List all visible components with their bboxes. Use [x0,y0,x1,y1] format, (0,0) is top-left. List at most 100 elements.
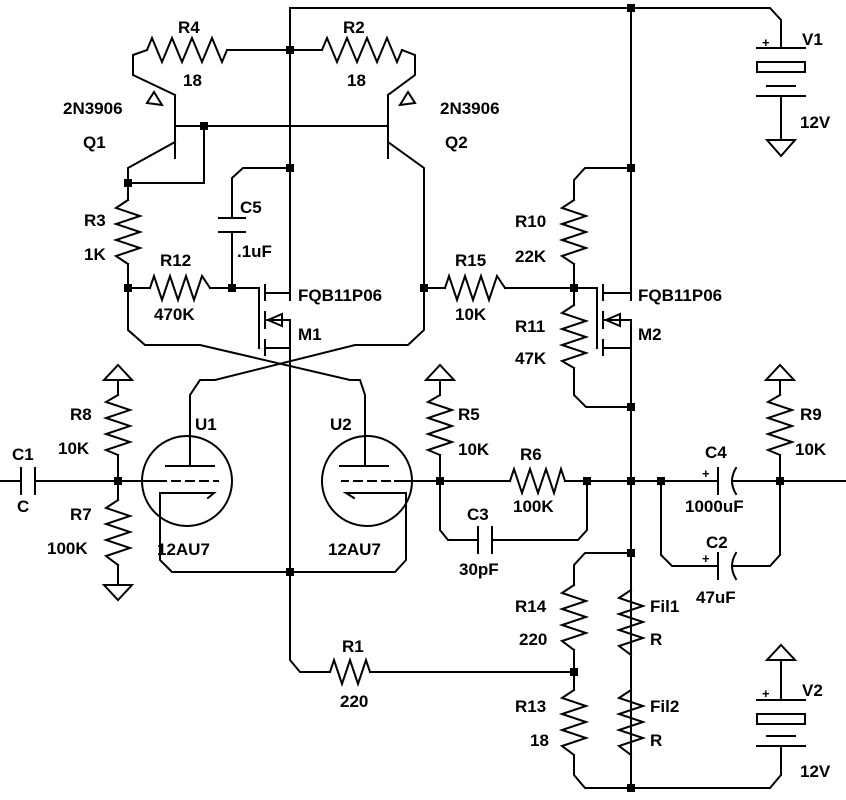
c5-value: .1uF [237,242,272,261]
wires [0,7,846,791]
capacitor-c2: + [702,551,738,581]
capacitor-c3 [477,526,493,554]
v2-name: V2 [802,681,823,700]
resistor-r15 [443,272,507,304]
u2-model: 12AU7 [328,540,381,559]
r13-value: 18 [530,731,549,750]
fil2-value: R [650,731,662,750]
r11-value: 47K [515,349,547,368]
resistor-r12 [148,272,212,304]
q1-name: Q1 [83,133,106,152]
q1-model: 2N3906 [63,99,123,118]
q2-model: 2N3906 [440,99,500,118]
r14-value: 220 [519,630,547,649]
r3-value: 1K [84,245,106,264]
resistor-r2 [320,35,404,65]
r12-name: R12 [160,251,191,270]
resistor-r11 [558,303,590,370]
c3-value: 30pF [459,560,499,579]
c5-name: C5 [240,198,262,217]
r10-value: 22K [515,247,547,266]
resistor-r6 [508,465,567,497]
u1-name: U1 [195,415,217,434]
m2-model: FQB11P06 [638,286,722,305]
u1-model: 12AU7 [157,540,210,559]
r6-name: R6 [520,445,542,464]
c2-name: C2 [706,533,728,552]
v2-value: 12V [800,762,831,781]
resistor-r8 [102,393,134,457]
junction-dots [114,4,784,792]
resistor-fil2 [615,688,647,757]
r9-value: 10K [795,440,827,459]
r4-name: R4 [178,18,200,37]
resistor-r13 [558,688,590,757]
svg-text:+: + [702,551,710,566]
v1-value: 12V [800,113,831,132]
c1-value: C [17,497,29,516]
m1-name: M1 [298,325,322,344]
r2-name: R2 [343,18,365,37]
r13-name: R13 [515,697,546,716]
r15-name: R15 [455,251,486,270]
r5-value: 10K [458,440,490,459]
transistor-q2 [387,90,417,159]
supply-v2-symbol [764,643,798,661]
resistor-r1 [328,656,372,688]
resistor-r14 [558,583,590,652]
battery-v2: + [756,686,806,747]
v1-name: V1 [802,30,823,49]
resistor-r9 [764,393,796,457]
r15-value: 10K [455,305,487,324]
ground-v1-symbol [764,139,798,158]
r4-value: 18 [183,71,202,90]
r12-value: 470K [154,305,195,324]
resistor-r4 [145,35,229,65]
q2-name: Q2 [445,133,468,152]
c1-name: C1 [12,445,34,464]
c4-name: C4 [705,443,727,462]
r8-name: R8 [70,405,92,424]
m2-name: M2 [638,325,662,344]
r8-value: 10K [58,439,90,458]
mosfet-m2 [596,284,632,356]
fil1-name: Fil1 [650,597,679,616]
svg-text:+: + [762,686,770,701]
fil2-name: Fil2 [650,697,679,716]
r9-name: R9 [800,405,822,424]
supply-r8-symbol [101,363,135,381]
transistor-q1 [145,90,176,159]
tube-u1 [141,435,233,527]
capacitor-c1 [20,467,36,495]
resistor-r5 [424,393,456,457]
fil1-value: R [650,630,662,649]
m1-model: FQB11P06 [298,286,382,305]
r7-value: 100K [47,539,88,558]
r10-name: R10 [515,212,546,231]
r1-name: R1 [342,637,364,656]
tube-u2 [321,435,413,527]
c3-name: C3 [467,505,489,524]
r14-name: R14 [515,597,547,616]
r7-name: R7 [70,505,92,524]
supply-r9-symbol [763,363,797,381]
r1-value: 220 [340,692,368,711]
resistor-r3 [112,198,144,266]
ground-r7-symbol [101,584,135,602]
component-labels: R4 18 R2 18 2N3906 Q1 2N3906 Q2 C5 .1uF … [12,18,831,781]
r2-value: 18 [347,71,366,90]
resistor-r10 [558,198,590,266]
svg-text:+: + [702,466,710,481]
capacitor-c5 [218,217,246,233]
r11-name: R11 [515,317,545,336]
capacitor-c4: + [702,466,738,496]
mosfet-m1 [258,284,291,356]
resistor-r7 [102,498,134,567]
supply-r5-symbol [423,363,457,381]
svg-text:+: + [762,35,770,50]
battery-v1: + [756,35,806,97]
c2-value: 47uF [696,588,736,607]
u2-name: U2 [330,415,352,434]
r5-name: R5 [458,405,480,424]
